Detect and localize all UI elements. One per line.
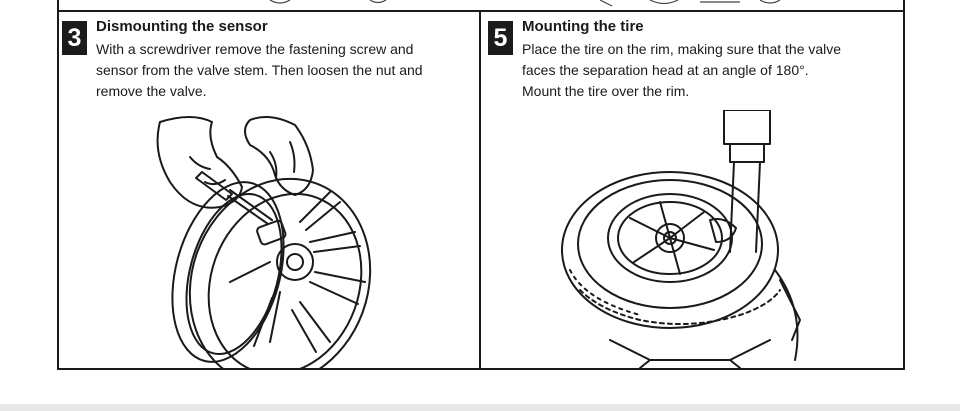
step-title: Mounting the tire	[522, 18, 644, 35]
step-title: Dismounting the sensor	[96, 18, 268, 35]
step-description: Place the tire on the rim, making sure t…	[522, 41, 842, 99]
mount-tire-illustration	[561, 110, 801, 369]
dismount-sensor-illustration	[156, 115, 372, 370]
previous-row-remnant	[269, 0, 781, 7]
step-description: With a screwdriver remove the fastening …	[96, 41, 423, 99]
top-border	[57, 10, 905, 12]
panel-divider	[479, 10, 481, 370]
instruction-frame	[57, 0, 905, 370]
step-number-badge: 3	[62, 21, 87, 55]
page-bottom-edge	[0, 404, 960, 411]
step-number-badge: 5	[488, 21, 513, 55]
